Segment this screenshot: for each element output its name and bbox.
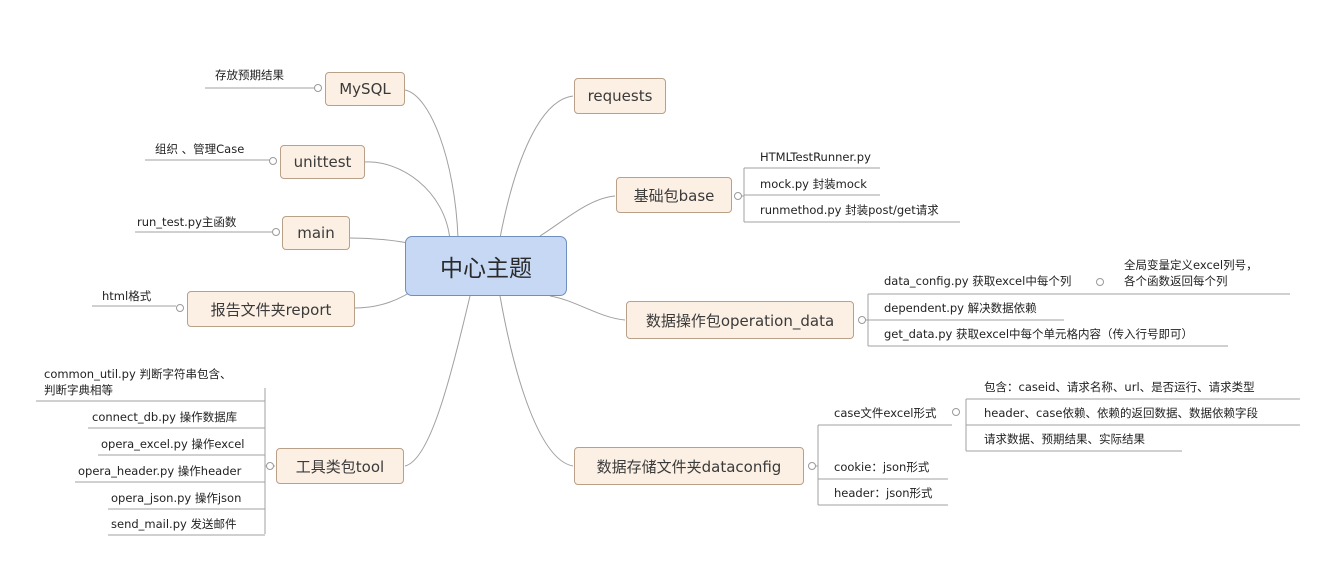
leaf-tool-opera-excel: opera_excel.py 操作excel [101, 437, 245, 451]
leaf-tool-opera-json: opera_json.py 操作json [111, 491, 242, 505]
leaf-op-get-data: get_data.py 获取excel中每个单元格内容（传入行号即可） [884, 327, 1194, 341]
topic-operation-data[interactable]: 数据操作包operation_data [626, 301, 854, 339]
leaf-base-mock: mock.py 封装mock [760, 177, 867, 191]
leaf-main: run_test.py主函数 [137, 215, 237, 229]
topic-dataconfig[interactable]: 数据存储文件夹dataconfig [574, 447, 804, 485]
leaf-tool-connect-db: connect_db.py 操作数据库 [92, 410, 238, 424]
leaf-op-global-2: 各个函数返回每个列 [1124, 274, 1228, 288]
collapse-dot-mysql [314, 84, 322, 92]
link-center-mysql [404, 89, 459, 239]
leaf-report: html格式 [102, 289, 152, 303]
link-center-dataconfig [499, 295, 574, 467]
collapse-dot-dataconfig-global [1096, 278, 1104, 286]
collapse-dot-operation [858, 316, 866, 324]
leaf-dc-case-request: 请求数据、预期结果、实际结果 [984, 432, 1145, 446]
leaf-op-dependent: dependent.py 解决数据依赖 [884, 301, 1037, 315]
leaf-base-runmethod: runmethod.py 封装post/get请求 [760, 203, 939, 217]
topic-requests[interactable]: requests [574, 78, 666, 114]
collapse-dot-dataconfig [808, 462, 816, 470]
link-center-operation [549, 295, 626, 321]
leaf-op-data-config: data_config.py 获取excel中每个列 [884, 274, 1072, 288]
topic-unittest[interactable]: unittest [280, 145, 365, 179]
leaf-unittest: 组织 、管理Case [155, 142, 245, 156]
leaf-tool-send-mail: send_mail.py 发送邮件 [111, 517, 237, 531]
collapse-dot-base [734, 192, 742, 200]
topic-base[interactable]: 基础包base [616, 177, 732, 213]
link-center-tool [404, 295, 471, 467]
leaf-tool-opera-header: opera_header.py 操作header [78, 464, 242, 478]
leaf-dc-header: header：json形式 [834, 486, 933, 500]
leaf-tool-common-util-2: 判断字典相等 [44, 383, 113, 397]
collapse-dot-tool [266, 462, 274, 470]
topic-report[interactable]: 报告文件夹report [187, 291, 355, 327]
collapse-dot-report [176, 304, 184, 312]
leaf-dc-case-header: header、case依赖、依赖的返回数据、数据依赖字段 [984, 406, 1258, 420]
link-center-requests [499, 95, 574, 239]
topic-main[interactable]: main [282, 216, 350, 250]
topic-tool[interactable]: 工具类包tool [276, 448, 404, 484]
link-center-base [539, 195, 616, 237]
leaf-op-global-1: 全局变量定义excel列号， [1124, 258, 1258, 272]
central-topic[interactable]: 中心主题 [405, 236, 567, 296]
link-center-unittest [364, 161, 451, 241]
collapse-dot-unittest [269, 157, 277, 165]
collapse-dot-dataconfig-case [952, 408, 960, 416]
leaf-dc-case-contains: 包含：caseid、请求名称、url、是否运行、请求类型 [984, 380, 1255, 394]
leaf-base-htmltestrunner: HTMLTestRunner.py [760, 150, 871, 164]
collapse-dot-main [272, 228, 280, 236]
leaf-tool-common-util-1: common_util.py 判断字符串包含、 [44, 367, 232, 381]
leaf-dc-case-excel: case文件excel形式 [834, 406, 937, 420]
topic-mysql[interactable]: MySQL [325, 72, 405, 106]
leaf-mysql: 存放预期结果 [215, 68, 284, 82]
leaf-dc-cookie: cookie：json形式 [834, 460, 930, 474]
